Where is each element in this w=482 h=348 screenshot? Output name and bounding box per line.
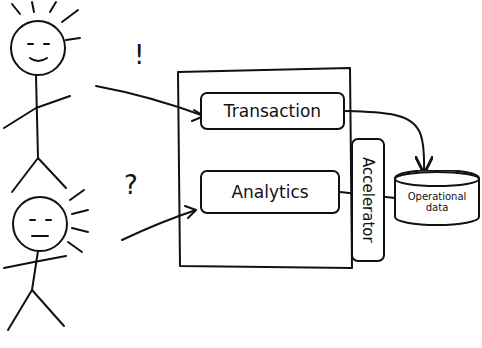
node-text: Analytics (231, 183, 308, 202)
user-arrow (122, 210, 196, 240)
cylinder-top (395, 172, 479, 186)
database-cylinder: Operational data (394, 170, 480, 226)
node-text: Accelerator (360, 157, 377, 243)
annotation-mark: ? (124, 170, 138, 200)
process-box: Transaction (200, 92, 345, 130)
process-box: Analytics (200, 170, 340, 214)
stick-figure (4, 190, 88, 330)
cylinder-body (395, 170, 479, 225)
stick-figure (4, 2, 80, 192)
system-box (178, 68, 352, 268)
arrow-head (185, 206, 196, 218)
accelerator-box: Accelerator (351, 138, 385, 262)
node-text: Operational data (399, 183, 475, 213)
node-text: Transaction (224, 102, 321, 121)
user-arrow (96, 86, 204, 116)
annotation-mark: ! (134, 40, 144, 70)
